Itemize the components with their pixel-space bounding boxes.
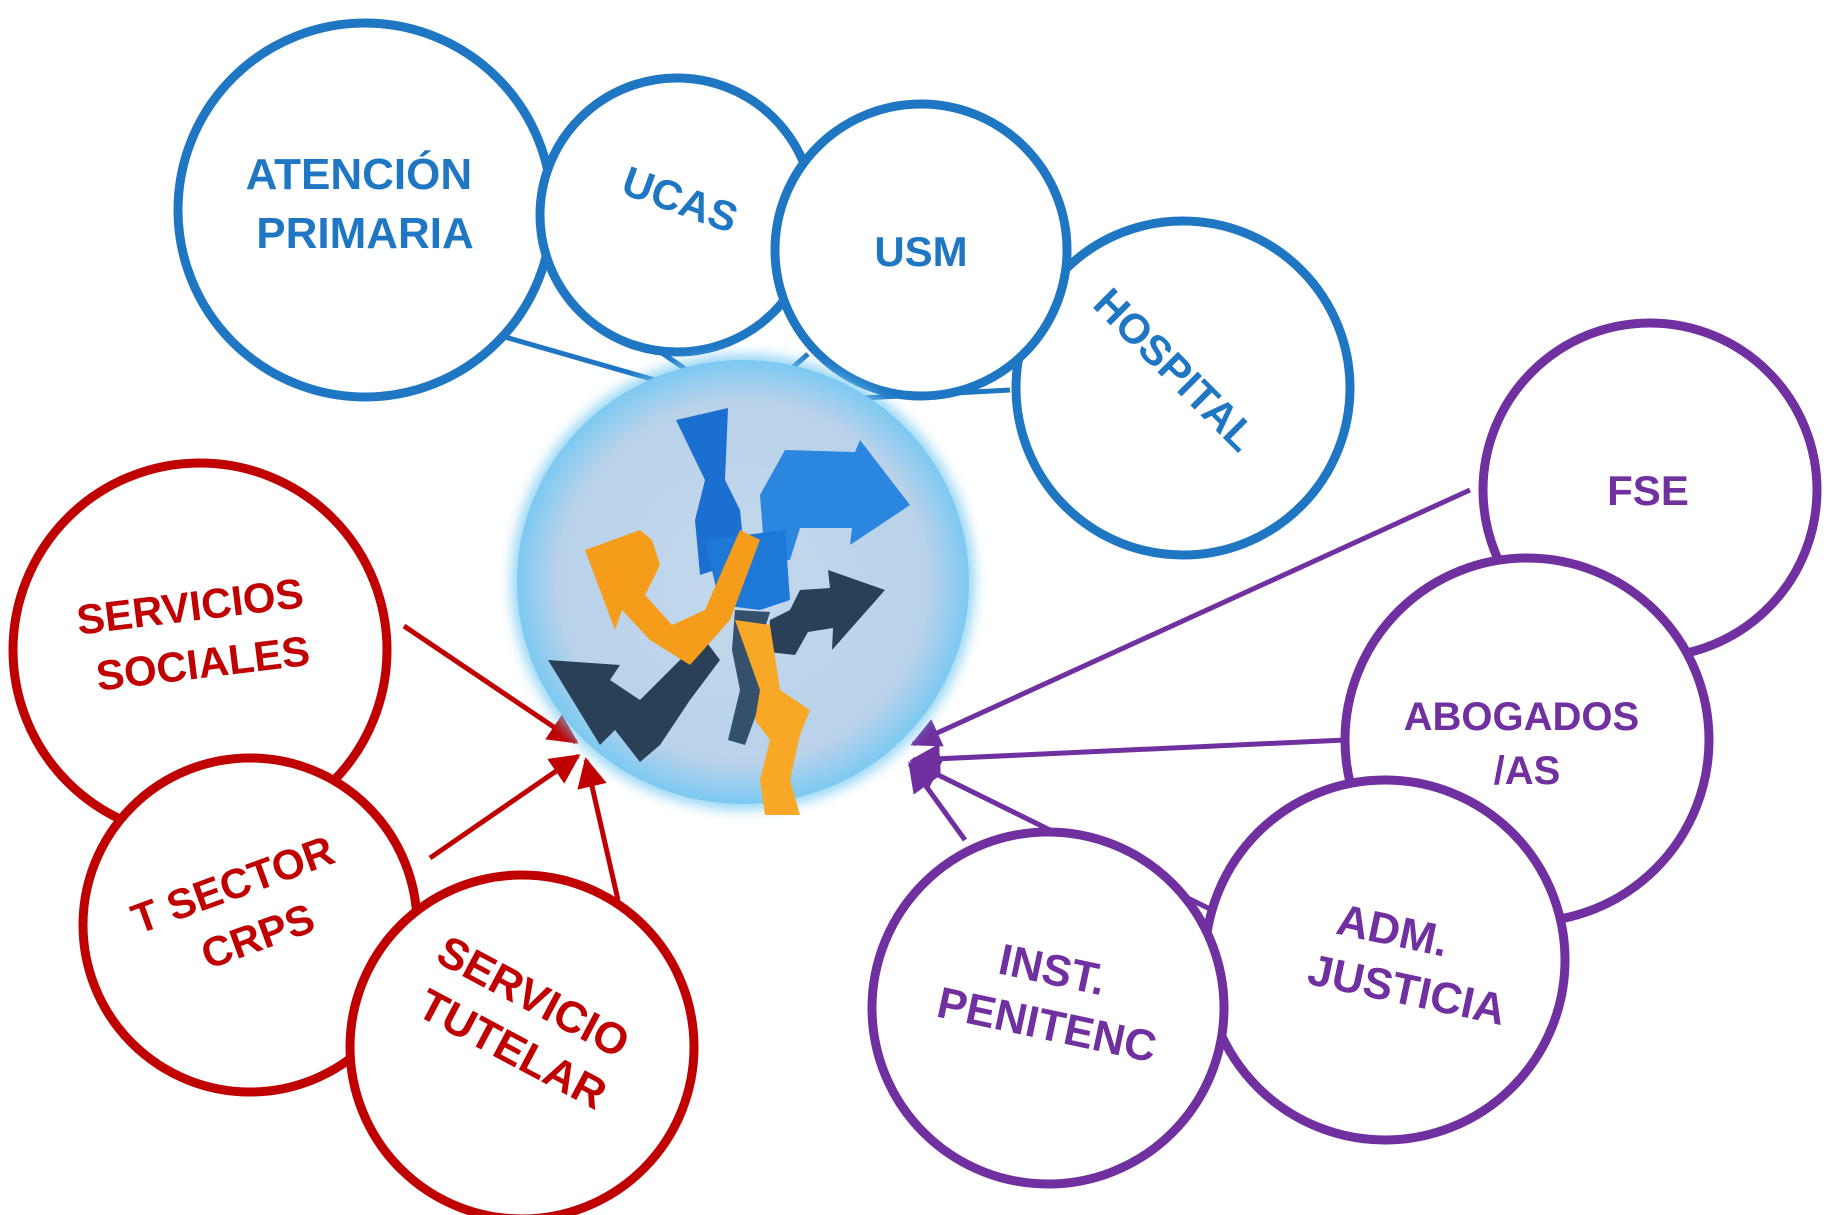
arrow-tutelar-to-hub <box>577 757 621 901</box>
atencion-primaria-label: ATENCIÓN PRIMARIA <box>246 149 485 258</box>
abogados-label: ABOGADOS /AS <box>1404 695 1651 793</box>
blue-arrow-right <box>760 440 910 560</box>
blue-arrow-up <box>676 408 745 575</box>
crossroads-arrows-icon <box>548 408 910 815</box>
hub <box>511 354 975 815</box>
usm-node <box>770 99 1072 401</box>
hospital-node <box>1011 216 1355 560</box>
orange-ribbon-down <box>735 620 810 815</box>
health-group: ATENCIÓN PRIMARIA UCAS USM HOSPITAL <box>173 18 1355 560</box>
arrow-abogados-to-hub <box>910 737 1346 774</box>
dark-arrow-left <box>548 640 720 762</box>
arrow-inst-penitenc-to-hub <box>907 761 968 842</box>
dark-arrow-right <box>768 570 885 655</box>
social-group: SERVICIOS SOCIALES T SECTOR CRPS SERVICI… <box>8 458 699 1215</box>
arrow-t-sector-to-hub <box>428 753 581 861</box>
fse-label: FSE <box>1607 467 1689 514</box>
arrow-servicios-sociales-to-hub <box>402 623 579 745</box>
inst-penitenc-node <box>867 827 1229 1189</box>
arrow-fse-to-hub <box>910 487 1472 747</box>
orange-arrow-left <box>585 530 760 665</box>
servicio-tutelar-node <box>345 870 699 1215</box>
usm-label: USM <box>874 228 967 275</box>
justice-group: FSE ABOGADOS /AS ADM. JUSTICIA INST. PEN… <box>867 318 1822 1189</box>
